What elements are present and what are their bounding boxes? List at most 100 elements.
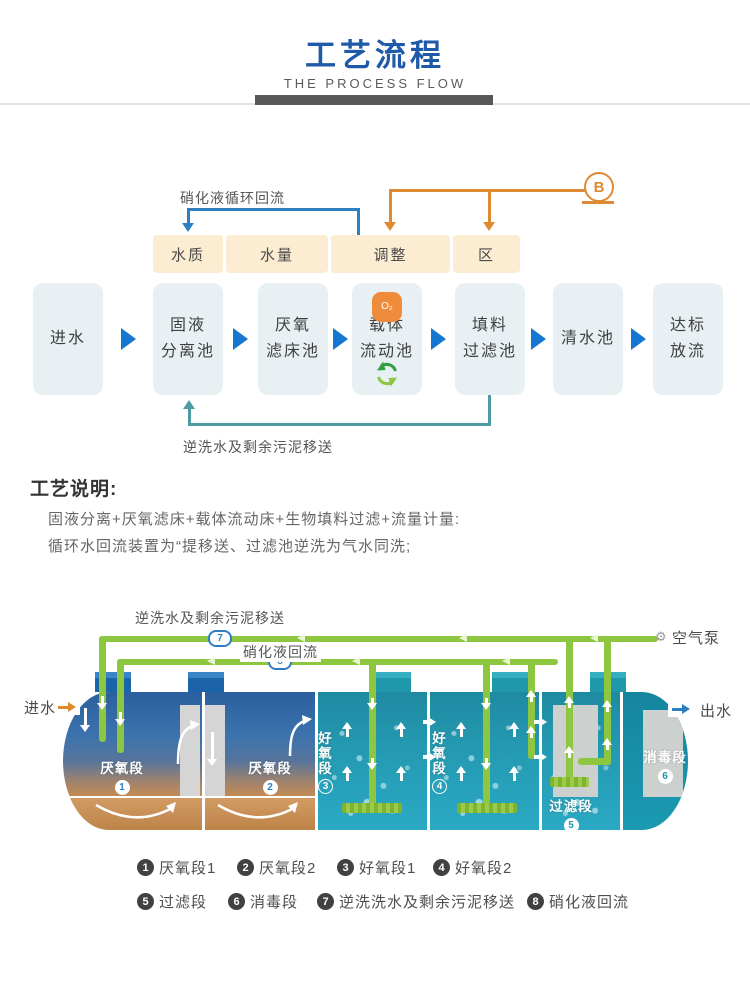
flow-box-label: 填料 — [471, 317, 508, 334]
flow-box-label: 过滤池 — [462, 343, 517, 360]
flow-arrow-icon — [564, 696, 573, 708]
flow-arrow-icon — [456, 722, 465, 737]
legend-number-badge: 2 — [237, 859, 254, 876]
pipe7-badge: 7 — [208, 630, 232, 647]
flow-box-label: 达标 — [669, 317, 706, 334]
flow-box-carrier-fluid: O₂ 载体 流动池 — [352, 283, 422, 395]
section-divider — [202, 692, 205, 830]
legend-label: 好氧段2 — [455, 860, 513, 877]
flow-box-media-filter: 填料 过滤池 — [455, 283, 525, 395]
section-number-badge: 5 — [563, 818, 579, 833]
section-label-anaerobic-1: 厌氧段 1 — [98, 757, 146, 795]
legend-label: 逆洗洗水及剩余污泥移送 — [339, 894, 516, 911]
flow-arrow-icon — [367, 698, 376, 710]
flow-arrow-icon — [481, 758, 490, 770]
arrow-left-icon — [586, 634, 598, 642]
flow-arrow-icon — [396, 766, 405, 781]
legend-item: 7 逆洗洗水及剩余污泥移送 — [317, 891, 515, 912]
baffle-wall — [180, 705, 200, 798]
pipe-filter-backwash — [566, 638, 573, 785]
legend-number-badge: 1 — [137, 859, 154, 876]
legend-item: 5 过滤段 — [137, 891, 207, 912]
sediment-layer — [205, 796, 315, 830]
nitrate-recycle-line-drop — [357, 208, 360, 236]
arrow-left-icon — [455, 634, 467, 642]
legend-number-badge: 5 — [137, 893, 154, 910]
backwash-label: 逆洗水及剩余污泥移送 — [183, 439, 333, 455]
arrow-left-icon — [498, 657, 510, 665]
arrow-left-icon — [203, 657, 215, 665]
pipe-riser — [528, 661, 535, 759]
arrow-left-icon — [293, 634, 305, 642]
tag-water-quantity: 水量 — [226, 235, 328, 273]
page-title: 工艺流程 — [305, 38, 445, 73]
flow-arrow-icon — [97, 696, 106, 710]
baffle-wall — [205, 705, 225, 798]
legend-item: 3 好氧段1 — [337, 857, 416, 878]
page-subtitle: THE PROCESS FLOW — [283, 76, 467, 91]
pipe-nitrate-return — [117, 659, 558, 665]
flow-arrow-icon — [481, 698, 490, 710]
legend-label: 硝化液回流 — [549, 894, 630, 911]
arrow-up-icon — [183, 394, 195, 409]
legend-number-badge: 7 — [317, 893, 334, 910]
flow-arrow-icon — [631, 328, 646, 350]
gear-icon: ⚙ — [655, 629, 667, 644]
legend-item: 1 厌氧段1 — [137, 857, 216, 878]
backwash-line-drop — [488, 395, 491, 425]
legend-label: 厌氧段2 — [259, 860, 317, 877]
pipe-backwash — [99, 636, 658, 642]
legend-item: 2 厌氧段2 — [237, 857, 316, 878]
section-label-text: 过滤段 — [549, 799, 593, 814]
flow-box-label: 进水 — [49, 330, 86, 347]
flow-arrow-icon — [207, 732, 216, 766]
legend-number-badge: 6 — [228, 893, 245, 910]
swirl-arrow-icon — [217, 802, 298, 819]
flow-box-solid-liquid-separation: 固液 分离池 — [153, 283, 223, 395]
pipe-aerator-1 — [369, 661, 376, 808]
diffuser-bar — [457, 803, 517, 813]
o2-label: O₂ — [372, 292, 402, 322]
section-label-text: 厌氧段 — [248, 761, 292, 776]
pipe-air-riser-elbow — [578, 758, 611, 765]
legend-item: 4 好氧段2 — [433, 857, 512, 878]
nitrate-recycle-label: 硝化液循环回流 — [180, 190, 285, 206]
hook-arrow-icon — [176, 720, 200, 765]
wall-flow-arrow-icon — [423, 752, 441, 762]
section-label-disinfection: 消毒段 6 — [641, 746, 689, 784]
legend-label: 消毒段 — [250, 894, 299, 911]
legend-number-badge: 8 — [527, 893, 544, 910]
flow-box-inlet: 进水 — [33, 283, 103, 395]
section-divider — [315, 692, 318, 830]
legend-label: 过滤段 — [159, 894, 208, 911]
section-number-badge: 1 — [114, 780, 130, 795]
flow-arrow-icon — [509, 722, 518, 737]
section-label-text: 消毒段 — [643, 750, 687, 765]
section-label-aerobic-2: 好氧段 4 — [431, 731, 448, 794]
legend-number-badge: 4 — [433, 859, 450, 876]
inlet-label: 进水 — [24, 700, 57, 717]
flow-box-label: 厌氧 — [274, 317, 311, 334]
backwash-line — [188, 423, 491, 426]
arrow-left-icon — [348, 657, 360, 665]
recycle-icon — [377, 361, 397, 387]
section-number-badge: 2 — [262, 780, 278, 795]
arrow-right-icon — [68, 702, 81, 712]
tank-hatch — [375, 672, 411, 692]
flow-arrow-icon — [526, 726, 535, 738]
wall-flow-arrow-icon — [534, 752, 552, 762]
section-number-badge: 4 — [432, 779, 447, 794]
flow-box-clear-water: 清水池 — [553, 283, 623, 395]
flow-arrow-icon — [333, 328, 348, 350]
tag-water-quality: 水质 — [153, 235, 223, 273]
hook-arrow-icon — [288, 715, 312, 757]
flow-box-label: 分离池 — [160, 343, 215, 360]
tank-nitrate-label: 硝化液回流 — [240, 642, 321, 662]
tank-hatch — [188, 672, 224, 692]
section-label-text: 厌氧段 — [100, 761, 144, 776]
flow-arrow-icon — [456, 766, 465, 781]
pipe-backwash-drop — [99, 636, 106, 742]
flow-arrow-icon — [396, 722, 405, 737]
flow-box-label: 固液 — [169, 317, 206, 334]
